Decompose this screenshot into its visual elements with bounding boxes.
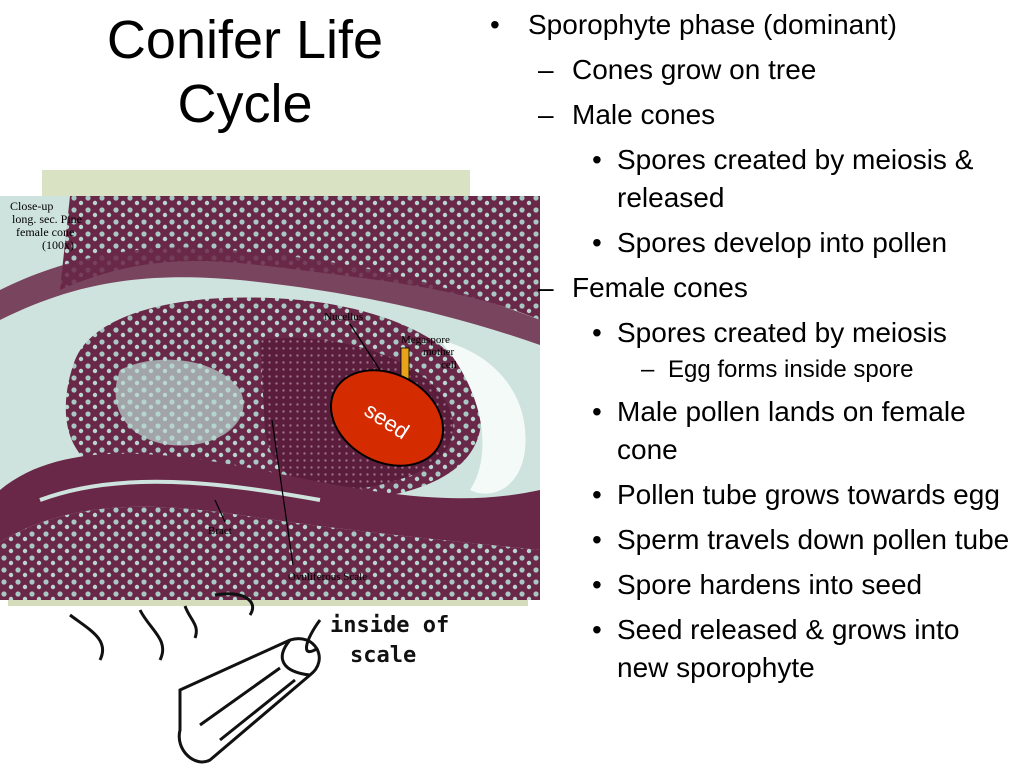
- micrograph-photo: [0, 196, 540, 600]
- bullet-item: • Spores created by meiosis & released: [488, 141, 1018, 217]
- bullet-item: • Spore hardens into seed: [488, 566, 1018, 604]
- bullet-item: • Seed released & grows into new sporophy…: [488, 611, 1018, 687]
- bullet-text: Spore hardens into seed: [617, 569, 923, 600]
- bullet-text: Spores created by meiosis: [617, 317, 947, 348]
- bullet-text: Sporophyte phase (dominant): [528, 9, 897, 40]
- bullet-item: –Egg forms inside spore: [488, 355, 1018, 385]
- bullet-mark: •: [592, 614, 602, 645]
- bullet-mark: •: [592, 479, 602, 510]
- bullet-text: Spores created by meiosis & released: [617, 144, 974, 213]
- sketch-text: inside of scale: [330, 613, 449, 668]
- annotation-lines: [214, 323, 381, 566]
- bullet-text: Female cones: [572, 272, 748, 303]
- pine-cone-micrograph: Close-up long. sec. Pine female cone (10…: [0, 170, 540, 768]
- bullet-text: Seed released & grows into new sporophyt…: [617, 614, 960, 683]
- bullet-mark: •: [592, 317, 602, 348]
- label-megaspore-1: Megaspore: [401, 334, 450, 346]
- sketch-background-top: [42, 170, 470, 196]
- sketch-text-line-2: scale: [350, 643, 416, 668]
- caption-line-3: female cone: [16, 225, 74, 239]
- bullet-text: Male cones: [572, 99, 716, 130]
- bullet-mark: •: [592, 569, 602, 600]
- micrograph-caption: Close-up long. sec. Pine female cone (10…: [10, 199, 82, 252]
- label-ovuliferous-scale: Ovuliferous Scale: [288, 571, 367, 583]
- bullet-item: • Male pollen lands on female cone: [488, 393, 1018, 469]
- bullet-mark: •: [592, 144, 602, 175]
- bullet-mark: –: [641, 356, 655, 383]
- bullet-list: •Sporophyte phase (dominant) –Cones grow…: [488, 6, 1018, 694]
- bullet-mark: –: [538, 272, 554, 303]
- bullet-text: Pollen tube grows towards egg: [617, 479, 1000, 510]
- bullet-item: • Spores develop into pollen: [488, 224, 1018, 262]
- bullet-item: • Spores created by meiosis: [488, 314, 1018, 352]
- slide-title: Conifer Life Cycle: [20, 8, 470, 136]
- bullet-mark: •: [490, 9, 500, 40]
- micrograph-svg: Close-up long. sec. Pine female cone (10…: [0, 170, 540, 764]
- bullet-mark: •: [592, 396, 602, 427]
- bullet-item: • Sperm travels down pollen tube: [488, 521, 1018, 559]
- bullet-mark: •: [592, 524, 602, 555]
- title-line-2: Cycle: [177, 74, 313, 134]
- caption-line-4: (100x): [42, 238, 74, 252]
- bullet-item: –Female cones: [488, 269, 1018, 307]
- sketch-text-line-1: inside of: [330, 613, 449, 638]
- title-line-1: Conifer Life: [106, 10, 384, 70]
- bullet-item: • Sporophyte phase (dominant): [488, 6, 1018, 44]
- label-megaspore-2: mother: [423, 346, 454, 358]
- bullet-text: Spores develop into pollen: [617, 227, 948, 258]
- label-nucellus: Nucellus: [324, 311, 363, 323]
- bullet-item: –Cones grow on tree: [488, 51, 1018, 89]
- bullet-mark: –: [538, 99, 554, 130]
- label-megaspore-3: cell: [441, 359, 457, 371]
- bullet-mark: –: [538, 54, 554, 85]
- bullet-item: • Pollen tube grows towards egg: [488, 476, 1018, 514]
- bullet-item: –Male cones: [488, 96, 1018, 134]
- seed-sketch: [69, 592, 322, 764]
- bullet-text: Sperm travels down pollen tube: [617, 524, 1010, 555]
- bullet-text: Cones grow on tree: [572, 54, 817, 85]
- bullet-text: Egg forms inside spore: [668, 356, 914, 383]
- bullet-text: Male pollen lands on female cone: [617, 396, 966, 465]
- micrograph-labels: Nucellus Megaspore mother cell Bract Ovu…: [208, 311, 457, 583]
- label-bract: Bract: [208, 525, 232, 537]
- bullet-mark: •: [592, 227, 602, 258]
- caption-line-2: long. sec. Pine: [12, 212, 82, 226]
- caption-line-1: Close-up: [10, 199, 53, 213]
- seed-overlay: seed: [329, 369, 445, 467]
